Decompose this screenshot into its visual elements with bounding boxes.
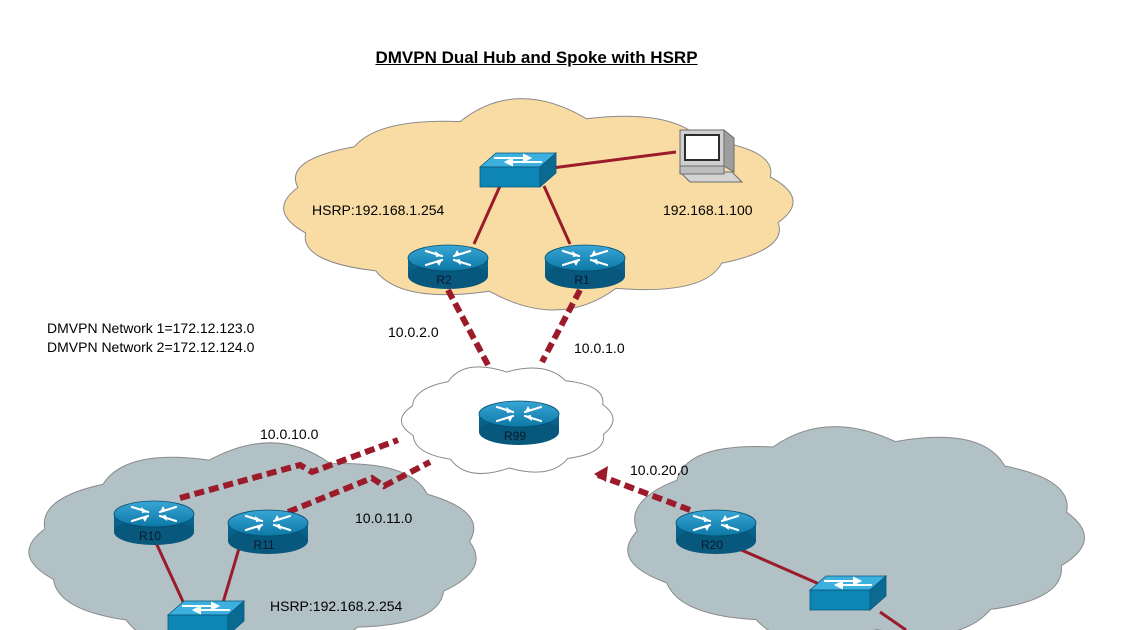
router-r10-label: R10 (139, 529, 161, 543)
link-switch-right-out (879, 610, 907, 630)
hsrp-site1-label: HSRP:192.168.1.254 (312, 202, 445, 218)
dmvpn-network-1-label: DMVPN Network 1=172.12.123.0 (47, 320, 255, 336)
link-switch-host (551, 150, 677, 170)
hub-lan-switch[interactable] (479, 152, 557, 188)
tunnel-r20-r99 (596, 472, 692, 513)
tunnel-r1-r99 (539, 288, 583, 364)
link-switch-r1 (542, 185, 572, 245)
pc-host[interactable] (678, 128, 744, 183)
link-r11-switch (220, 544, 242, 607)
host-ip-label: 192.168.1.100 (663, 202, 753, 218)
link-r2-r99-label: 10.0.2.0 (388, 324, 439, 340)
router-r20-label: R20 (701, 538, 723, 552)
router-r2-label: R2 (436, 273, 452, 287)
diagram-title: DMVPN Dual Hub and Spoke with HSRP (375, 48, 698, 67)
spoke-site-cloud-right (627, 426, 1085, 630)
link-r1-r99-label: 10.0.1.0 (574, 340, 625, 356)
tunnel-r20-arrowhead (594, 466, 608, 482)
router-r11-label: R11 (253, 538, 274, 552)
router-r99-label: R99 (504, 429, 526, 443)
link-switch-r2 (472, 185, 502, 245)
link-r20-r99-label: 10.0.20.0 (630, 462, 689, 478)
tunnel-r2-r99 (445, 288, 491, 367)
link-r11-r99-label: 10.0.11.0 (355, 510, 413, 526)
tunnel-r10-r99 (179, 437, 400, 501)
hsrp-site2-label: HSRP:192.168.2.254 (270, 598, 403, 614)
link-r10-switch (150, 533, 187, 607)
dmvpn-network-2-label: DMVPN Network 2=172.12.124.0 (47, 339, 255, 355)
router-r1-label: R1 (574, 273, 590, 287)
tunnel-r11-r99 (286, 459, 432, 515)
spoke-right-switch[interactable] (809, 575, 887, 611)
spoke-left-switch[interactable] (167, 600, 245, 630)
link-r10-r99-label: 10.0.10.0 (260, 426, 319, 442)
